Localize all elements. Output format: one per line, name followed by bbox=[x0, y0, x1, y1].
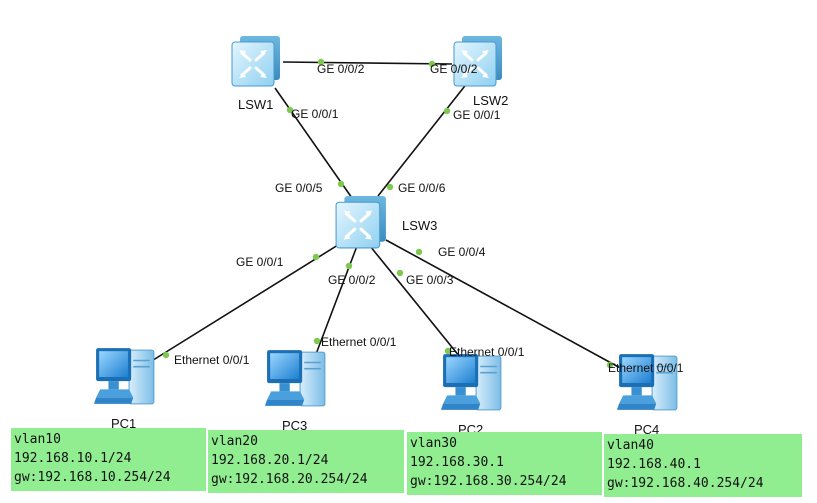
note-vlan: vlan20 bbox=[211, 434, 258, 449]
port-label: Ethernet 0/0/1 bbox=[449, 345, 525, 359]
port-dot bbox=[286, 106, 294, 114]
device-pc2[interactable]: PC2 bbox=[441, 353, 502, 437]
port-label: GE 0/0/3 bbox=[406, 273, 454, 287]
port-label: GE 0/0/1 bbox=[453, 108, 501, 122]
port-dot bbox=[415, 248, 423, 256]
port-dot bbox=[606, 361, 614, 369]
switch-icon bbox=[230, 36, 282, 88]
port-dot bbox=[345, 262, 353, 270]
device-label-lsw1: LSW1 bbox=[238, 97, 273, 112]
port-label: GE 0/0/2 bbox=[430, 62, 478, 76]
port-dot bbox=[337, 180, 345, 188]
port-label: Ethernet 0/0/1 bbox=[174, 353, 250, 367]
port-label: Ethernet 0/0/1 bbox=[608, 361, 684, 375]
device-label-lsw2: LSW2 bbox=[473, 93, 508, 108]
port-dot bbox=[313, 337, 321, 345]
port-label: GE 0/0/2 bbox=[328, 273, 376, 287]
device-pc1[interactable]: PC1 bbox=[94, 347, 155, 431]
note-ip: 192.168.40.1 bbox=[607, 457, 701, 472]
device-lsw2[interactable]: LSW2 bbox=[452, 36, 508, 108]
device-label-pc1: PC1 bbox=[111, 416, 136, 431]
port-dot bbox=[443, 107, 451, 115]
port-label: GE 0/0/4 bbox=[438, 245, 486, 259]
switch-icon bbox=[334, 196, 388, 250]
device-label-lsw3: LSW3 bbox=[402, 218, 437, 233]
pc-icon bbox=[94, 347, 155, 405]
device-label-pc4: PC4 bbox=[634, 422, 659, 437]
vlan-note-pc4: vlan40 192.168.40.1 gw:192.168.40.254/24 bbox=[604, 434, 802, 497]
vlan-note-pc1: vlan10 192.168.10.1/24 gw:192.168.10.254… bbox=[11, 428, 206, 491]
note-vlan: vlan40 bbox=[607, 438, 654, 453]
note-gateway: gw:192.168.40.254/24 bbox=[607, 476, 764, 491]
port-label: GE 0/0/1 bbox=[291, 107, 339, 121]
vlan-note-pc2: vlan30 192.168.30.1 gw:192.168.30.254/24 bbox=[407, 432, 602, 495]
note-ip: 192.168.20.1/24 bbox=[211, 453, 329, 468]
port-dot bbox=[396, 269, 404, 277]
note-ip: 192.168.10.1/24 bbox=[14, 451, 132, 466]
device-pc4[interactable]: PC4 bbox=[617, 353, 678, 437]
port-label: GE 0/0/1 bbox=[236, 255, 284, 269]
note-gateway: gw:192.168.20.254/24 bbox=[211, 472, 368, 487]
port-dot bbox=[312, 253, 320, 261]
note-vlan: vlan30 bbox=[410, 436, 457, 451]
port-dot bbox=[428, 60, 436, 68]
link-lsw2-lsw3 bbox=[377, 81, 469, 197]
note-gateway: gw:192.168.30.254/24 bbox=[410, 474, 567, 489]
link-lsw3-pc2 bbox=[369, 245, 465, 363]
port-labels: GE 0/0/2 GE 0/0/2 GE 0/0/1 GE 0/0/5 GE 0… bbox=[174, 62, 684, 375]
device-lsw1[interactable]: LSW1 bbox=[230, 36, 282, 112]
device-label-pc3: PC3 bbox=[282, 418, 307, 433]
note-gateway: gw:192.168.10.254/24 bbox=[14, 470, 171, 485]
links-layer bbox=[149, 61, 625, 371]
port-dot bbox=[317, 58, 325, 66]
pc-icon bbox=[265, 349, 326, 407]
link-lsw1-lsw3 bbox=[274, 87, 353, 199]
pc-icon bbox=[441, 353, 502, 411]
port-dot bbox=[386, 183, 394, 191]
device-lsw3[interactable]: LSW3 bbox=[334, 196, 437, 250]
switch-icon bbox=[452, 36, 504, 88]
port-dot bbox=[444, 347, 452, 355]
vlan-note-pc3: vlan20 192.168.20.1/24 gw:192.168.20.254… bbox=[208, 430, 404, 493]
link-lsw3-pc1 bbox=[149, 239, 347, 363]
note-ip: 192.168.30.1 bbox=[410, 455, 504, 470]
link-lsw3-pc4 bbox=[385, 239, 625, 371]
port-dots-layer bbox=[162, 58, 614, 369]
port-label: GE 0/0/5 bbox=[275, 181, 323, 195]
port-label: Ethernet 0/0/1 bbox=[321, 335, 397, 349]
port-label: GE 0/0/6 bbox=[398, 181, 446, 195]
link-lsw1-lsw2 bbox=[282, 61, 453, 65]
port-label: GE 0/0/2 bbox=[317, 62, 365, 76]
device-pc3[interactable]: PC3 bbox=[265, 349, 326, 433]
port-dot bbox=[162, 351, 170, 359]
note-vlan: vlan10 bbox=[14, 432, 61, 447]
